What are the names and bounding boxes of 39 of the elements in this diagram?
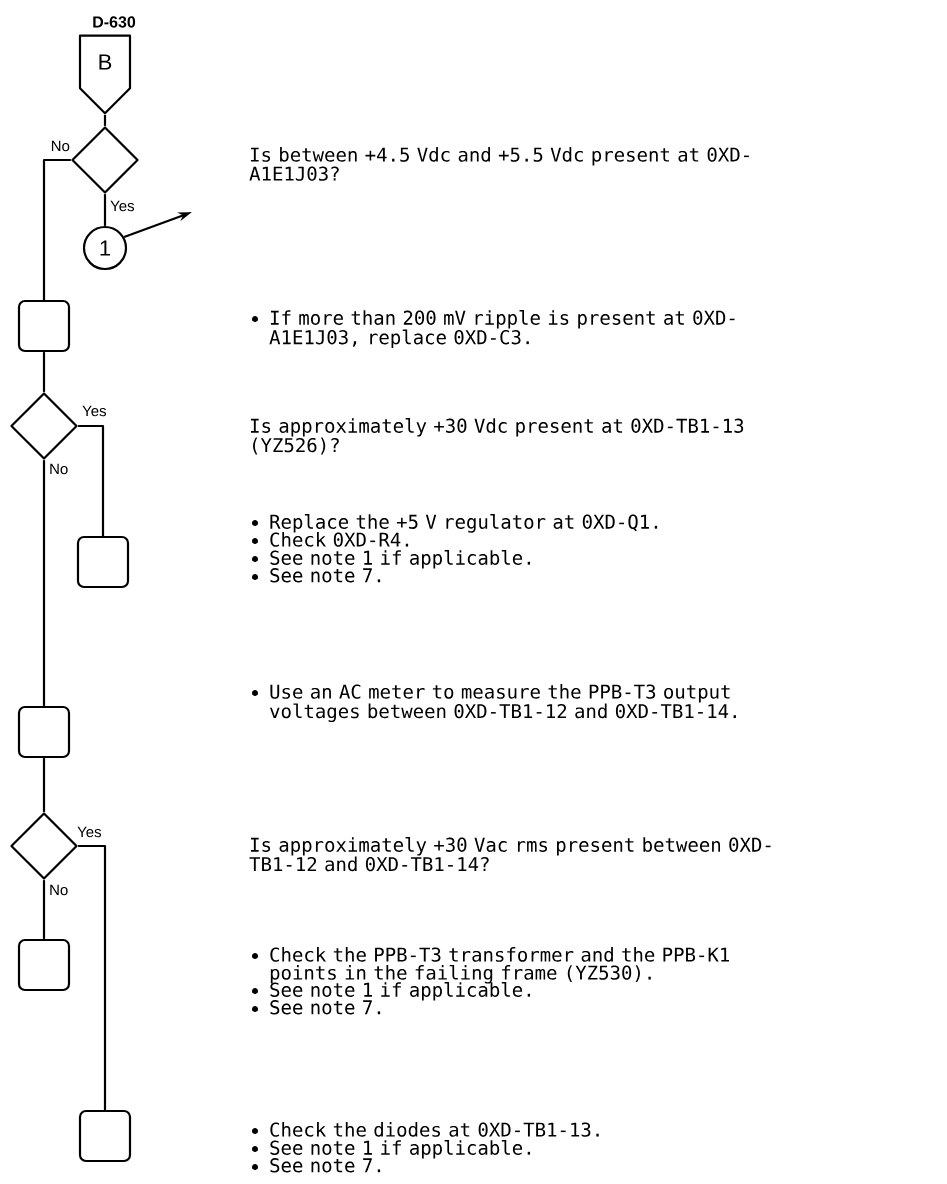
edge-label: Yes: [109, 199, 136, 213]
question-text: Is approximately +30 Vdc present at 0XD-TB1-13 (YZ526)?: [250, 418, 744, 455]
bullet-item: See note 7.: [252, 568, 381, 583]
bullet-item: Replace the +5 V regulator at 0XD-Q1.: [252, 514, 658, 533]
page-reference: D-630: [93, 16, 136, 28]
connector-line: [42, 758, 46, 812]
connector-line: [78, 844, 107, 1110]
question-text: Is approximately +30 Vac rms present between 0XD-TB1-12 and 0XD-TB1-14?: [249, 837, 771, 872]
connector-line: [103, 194, 107, 226]
edge-label: No: [48, 883, 70, 897]
process-box: [17, 938, 71, 992]
bullet-item: If more than 200 mV ripple is present at 0XD-A1E1J03, replace 0XD-C3.: [252, 310, 735, 349]
connector-line: [42, 460, 46, 706]
bullet-item: Check the diodes at 0XD-TB1-13.: [252, 1122, 599, 1137]
process-box: [17, 299, 71, 353]
connector-line: [42, 880, 46, 939]
bullet-item: See note 1 if applicable.: [252, 1140, 531, 1159]
bullet-item: See note 1 if applicable.: [252, 982, 531, 1001]
connector-line: [103, 114, 107, 126]
process-box: [17, 705, 71, 759]
bullet-item: See note 1 if applicable.: [252, 550, 531, 569]
decision-diamond: [71, 126, 139, 194]
connector-line: [42, 158, 71, 300]
bullet-item: See note 7.: [252, 1158, 381, 1173]
connector-line: [42, 352, 46, 392]
off-page-connector: B: [78, 34, 132, 115]
edge-label: Yes: [81, 404, 108, 418]
bullet-item: See note 7.: [252, 1000, 381, 1015]
bullet-item: Use an AC meter to measure the PPB-T3 output voltages between 0XD-TB1-12 and 0XD-TB1-14.: [252, 684, 736, 723]
process-box: [76, 535, 130, 589]
edge-label: No: [49, 139, 71, 153]
decision-diamond: [10, 812, 78, 880]
question-text: Is between +4.5 Vdc and +5.5 Vdc present at 0XD-A1E1J03?: [249, 147, 749, 181]
decision-diamond: [10, 392, 78, 460]
bullet-item: Check 0XD-R4.: [252, 532, 409, 547]
edge-label: No: [48, 462, 70, 476]
edge-label: Yes: [76, 825, 103, 839]
process-box: [78, 1109, 132, 1163]
connector-line: [78, 424, 105, 536]
